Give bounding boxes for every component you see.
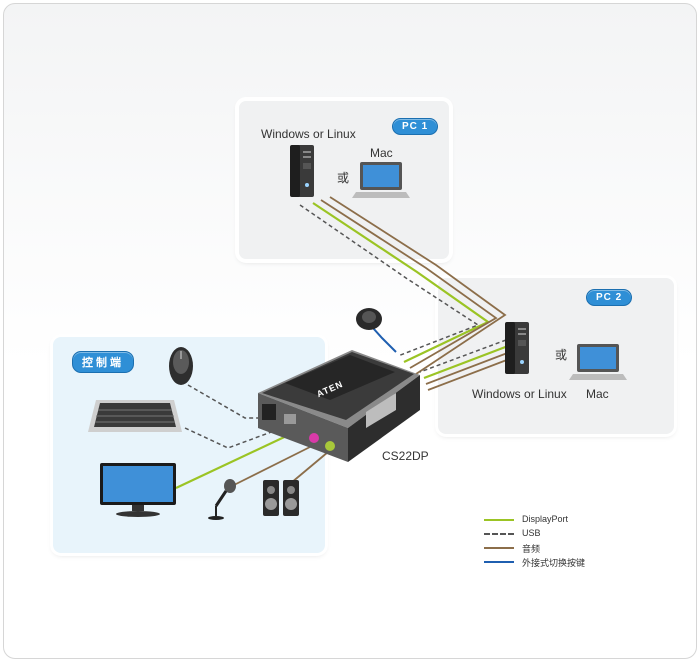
pc1-cables (299, 196, 507, 375)
pc2-dp-cable (423, 344, 509, 380)
pc2-mac-label: Mac (586, 387, 609, 401)
pc2-audio-cable-1 (425, 351, 511, 385)
pc2-or-label: 或 (555, 348, 568, 362)
legend-label: 音频 (522, 545, 541, 555)
pc2-os-label: Windows or Linux (472, 387, 567, 401)
console-cables (175, 384, 329, 489)
pc2-cables (419, 339, 513, 391)
legend-label: 外接式切换按键 (522, 559, 586, 569)
legend-swatch-audio (484, 547, 514, 549)
pc2-badge: PC 2 (586, 289, 633, 306)
legend-label: USB (522, 528, 541, 538)
pc1-audio-cable-1 (320, 199, 498, 369)
mouse-usb-cable (187, 384, 280, 419)
console-badge: 控制端 (72, 351, 134, 373)
pc2-usb-cable (419, 339, 507, 373)
pc1-usb-cable (299, 204, 480, 357)
mic-audio-cable (231, 445, 313, 487)
legend-label: DisplayPort (522, 514, 569, 524)
legend-swatch-usb (484, 533, 514, 535)
pc1-audio-cable-2 (329, 196, 507, 375)
pc1-os-label: Windows or Linux (261, 127, 356, 141)
pc1-dp-cable (312, 202, 491, 363)
speaker-audio-cable (284, 451, 329, 489)
pc1-badge: PC 1 (392, 118, 439, 135)
legend-swatch-displayport (484, 519, 514, 521)
pc2-audio-cable-2 (427, 357, 513, 391)
pc1-mac-label: Mac (370, 146, 393, 160)
legend-swatch-remote (484, 561, 514, 563)
device-model-label: CS22DP (382, 449, 429, 463)
monitor-dp-cable (175, 431, 296, 489)
pc1-or-label: 或 (337, 171, 350, 185)
remote-cable (372, 327, 397, 353)
